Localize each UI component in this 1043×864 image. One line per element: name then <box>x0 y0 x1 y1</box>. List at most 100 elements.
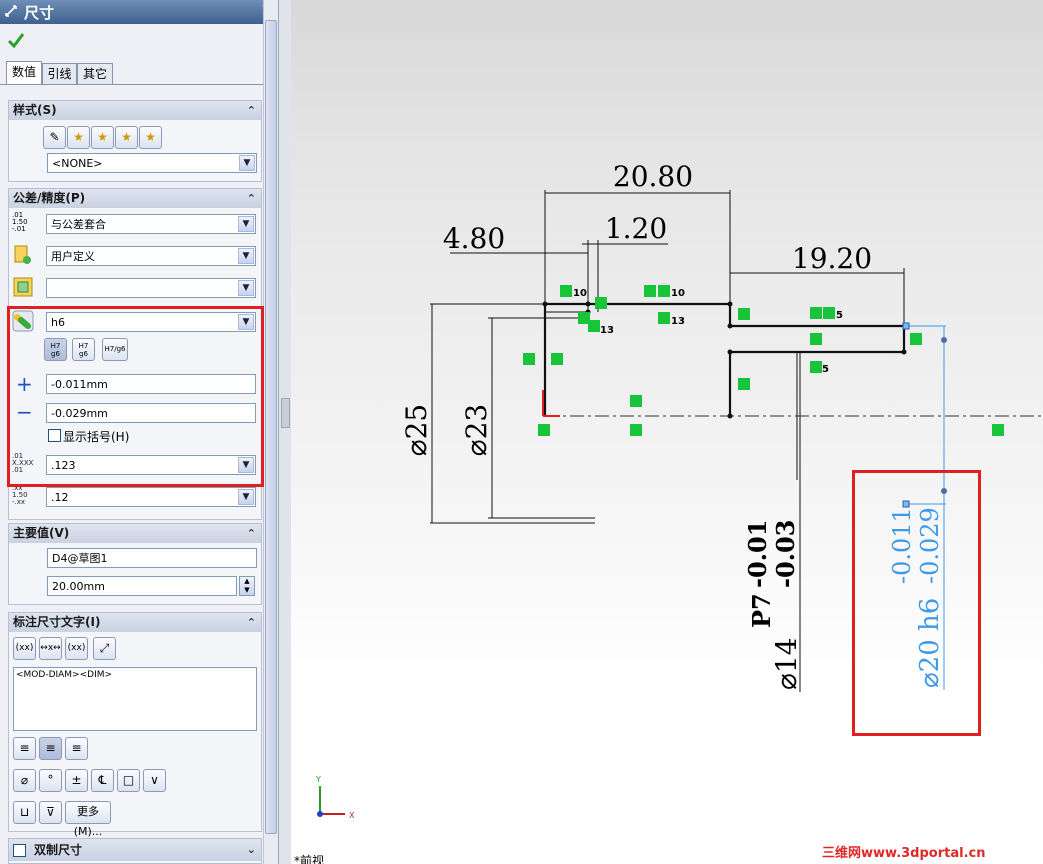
chevron-down-icon[interactable]: ▼ <box>238 457 254 473</box>
dim-text-p7-upper[interactable]: -0.01 <box>743 520 772 588</box>
dimension-value-field[interactable]: 20.00mm <box>47 576 237 596</box>
align-center-icon[interactable]: ≡ <box>39 737 62 760</box>
add-style-icon[interactable]: ★ <box>67 126 90 149</box>
collapse-icon[interactable]: ⌃ <box>246 104 256 117</box>
relation-icons[interactable] <box>523 285 1004 436</box>
grip-point[interactable] <box>941 337 947 343</box>
dimension-name-field[interactable]: D4@草图1 <box>47 548 257 568</box>
offset-text-button[interactable]: ⤢ <box>93 637 116 660</box>
fit-linear-button[interactable]: H7/g6 <box>102 338 128 361</box>
square-symbol-icon[interactable]: □ <box>117 769 140 792</box>
dim-text-4-80[interactable]: 4.80 <box>443 222 505 255</box>
hole-fit-select[interactable]: ▼ <box>46 278 256 298</box>
style-select[interactable]: <NONE>▼ <box>47 153 257 173</box>
dim-text-1-20[interactable]: 1.20 <box>605 212 667 245</box>
shaft-fit-select[interactable]: h6▼ <box>46 312 256 332</box>
dim-dia-25[interactable] <box>430 303 595 524</box>
dim-text-dia-25[interactable]: ⌀25 <box>400 404 433 457</box>
tolerance-precision-select[interactable]: .12▼ <box>46 487 256 507</box>
centerline-symbol-icon[interactable]: ℄ <box>91 769 114 792</box>
dim-text-sel-lower[interactable]: -0.029 <box>916 507 944 584</box>
primary-value-header[interactable]: 主要值(V)⌃ <box>9 524 261 543</box>
show-parentheses-checkbox[interactable] <box>48 429 61 442</box>
sketch-inner-step[interactable] <box>544 304 589 416</box>
dim-dia-20-selected[interactable] <box>906 325 946 690</box>
dim-4-80[interactable] <box>450 240 589 304</box>
chevron-down-icon[interactable]: ▼ <box>238 489 254 505</box>
style-group-header[interactable]: 样式(S)⌃ <box>9 101 261 120</box>
dim-text-header[interactable]: 标注尺寸文字(I)⌃ <box>9 613 261 632</box>
panel-splitter[interactable] <box>279 0 291 864</box>
dim-text-dia-23[interactable]: ⌀23 <box>460 404 493 457</box>
primary-precision-select[interactable]: .123 ▼ <box>46 455 256 475</box>
primary-precision-value: .123 <box>51 459 76 472</box>
splitter-grip[interactable] <box>281 398 290 428</box>
scrollbar-thumb[interactable] <box>265 20 277 834</box>
chevron-down-icon[interactable]: ▼ <box>238 314 254 330</box>
dim-text-sel-upper[interactable]: -0.011 <box>888 507 916 584</box>
dim-dia-14[interactable] <box>796 352 801 692</box>
depth-icon[interactable]: ⊽ <box>39 801 62 824</box>
tolerance-group-header[interactable]: 公差/精度(P)⌃ <box>9 189 261 208</box>
center-dim-button[interactable]: ↔x↔ <box>39 637 62 660</box>
dim-20-80[interactable] <box>544 190 731 304</box>
dim-19-20[interactable] <box>730 268 905 326</box>
value-spinner[interactable]: ▲▼ <box>239 576 255 596</box>
dim-dia-23[interactable] <box>488 317 595 519</box>
dim-text-19-20[interactable]: 19.20 <box>792 242 872 275</box>
dual-dimension-checkbox[interactable] <box>13 844 26 857</box>
chevron-down-icon[interactable]: ▼ <box>239 155 255 171</box>
collapse-icon[interactable]: ⌃ <box>246 527 256 540</box>
dim-text-p7[interactable]: P7 <box>747 593 776 628</box>
chevron-down-icon[interactable]: ▼ <box>238 248 254 264</box>
ok-checkmark-button[interactable] <box>6 30 26 50</box>
sketch-profile[interactable] <box>543 302 906 416</box>
dim-text-area[interactable]: <MOD-DIAM><DIM> <box>13 667 257 731</box>
expand-icon[interactable]: ⌄ <box>246 843 256 856</box>
align-left-icon[interactable]: ≡ <box>13 737 36 760</box>
grip-handle[interactable] <box>902 322 910 330</box>
chevron-down-icon[interactable]: ▼ <box>238 216 254 232</box>
lower-tolerance-field[interactable]: -0.029mm <box>46 403 256 423</box>
dim-1-20[interactable] <box>582 240 668 312</box>
degree-symbol-icon[interactable]: ° <box>39 769 62 792</box>
upper-tolerance-field[interactable]: -0.011mm <box>46 374 256 394</box>
tolerance-type-select[interactable]: 与公差套合▼ <box>46 214 256 234</box>
svg-text:5: 5 <box>822 364 829 375</box>
collapse-icon[interactable]: ⌃ <box>246 616 256 629</box>
parentheses-button[interactable]: (xx) <box>13 637 36 660</box>
dual-dimension-header[interactable]: 双制尺寸⌄ <box>9 839 261 861</box>
collapse-icon[interactable]: ⌃ <box>246 192 256 205</box>
tab-value[interactable]: 数值 <box>6 61 42 85</box>
inspection-dim-button[interactable]: (xx) <box>65 637 88 660</box>
panel-scrollbar[interactable] <box>263 0 278 864</box>
grip-point[interactable] <box>941 488 947 494</box>
graphics-area[interactable] <box>291 0 1043 864</box>
more-button[interactable]: 更多(M)... <box>65 801 111 838</box>
load-style-icon[interactable]: ★ <box>139 126 162 149</box>
counterbore-icon[interactable]: ⊔ <box>13 801 36 824</box>
apply-default-style-icon[interactable]: ✎ <box>43 126 66 149</box>
tab-other[interactable]: 其它 <box>77 63 113 84</box>
watermark-text: 三维网www.3dportal.cn <box>822 846 986 861</box>
dim-text-dia-20[interactable]: ⌀20 h6 <box>915 598 945 688</box>
plus-minus-icon[interactable]: ± <box>65 769 88 792</box>
sketch-points <box>542 301 907 419</box>
tab-leaders[interactable]: 引线 <box>42 63 77 84</box>
diameter-symbol-icon[interactable]: ⌀ <box>13 769 36 792</box>
grip-handle[interactable] <box>902 500 910 508</box>
style-group: 样式(S)⌃ ✎ ★ ★ ★ ★ <NONE>▼ <box>8 100 262 182</box>
dim-text-p7-lower[interactable]: -0.03 <box>771 520 800 588</box>
delete-style-icon[interactable]: ★ <box>91 126 114 149</box>
svg-text:13: 13 <box>671 316 685 327</box>
save-style-icon[interactable]: ★ <box>115 126 138 149</box>
chevron-down-icon[interactable]: ▼ <box>238 280 254 296</box>
svg-text:5: 5 <box>836 310 843 321</box>
dim-text-20-80[interactable]: 20.80 <box>613 160 693 193</box>
more-symbols-icon[interactable]: ∨ <box>143 769 166 792</box>
align-right-icon[interactable]: ≡ <box>65 737 88 760</box>
dim-text-dia-14[interactable]: ⌀14 <box>770 638 803 691</box>
classification-select[interactable]: 用户定义▼ <box>46 246 256 266</box>
